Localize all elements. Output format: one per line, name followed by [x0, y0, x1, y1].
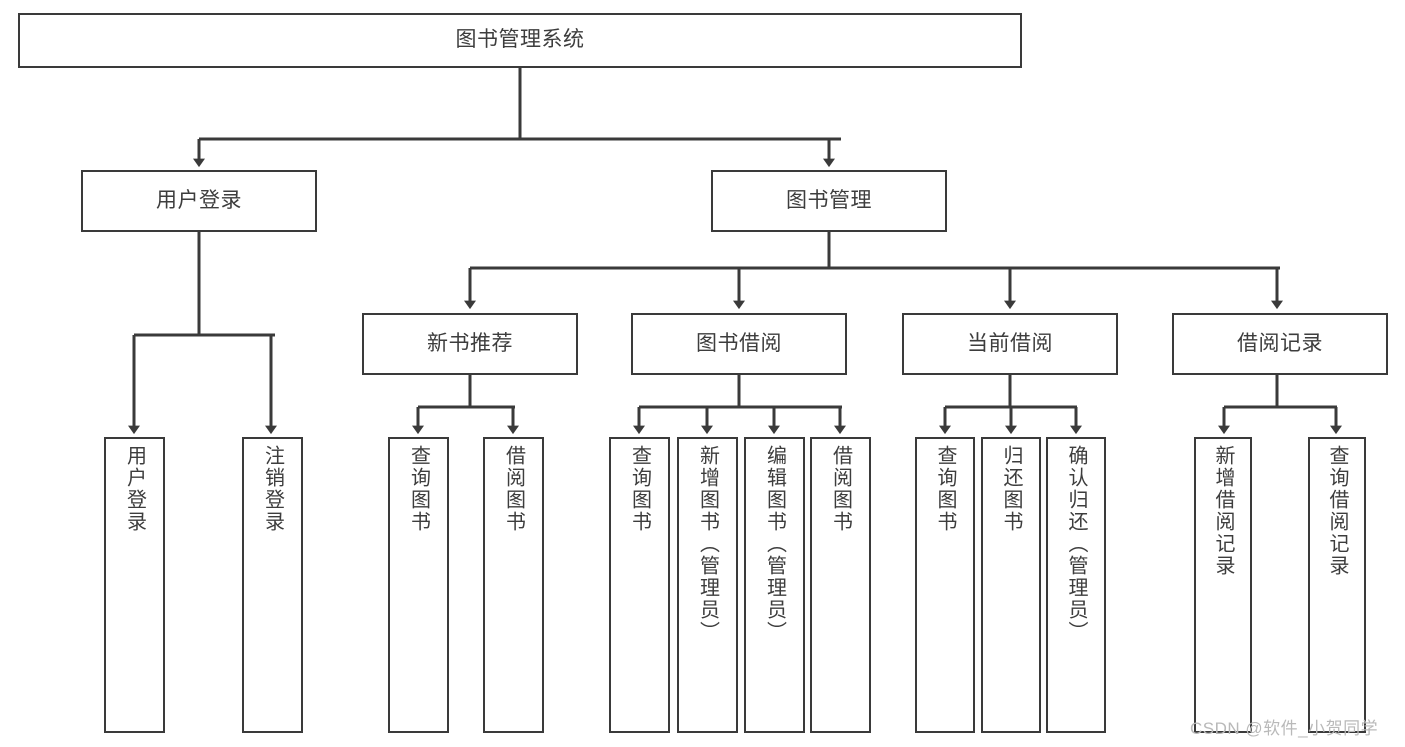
leaf-query-book-recommend[interactable]: 查询图书: [388, 437, 449, 733]
node-label: 新书推荐: [427, 331, 513, 355]
node-user-login[interactable]: 用户登录: [81, 170, 317, 232]
leaf-borrow-book-recommend[interactable]: 借阅图书: [483, 437, 544, 733]
node-label: 查询图书: [934, 445, 956, 533]
node-label: 图书管理系统: [455, 28, 585, 52]
leaf-add-borrow-record[interactable]: 新增借阅记录: [1194, 437, 1252, 733]
leaf-return-book[interactable]: 归还图书: [981, 437, 1041, 733]
node-new-book-recommendation[interactable]: 新书推荐: [362, 313, 578, 375]
node-label: 查询借阅记录: [1326, 445, 1348, 577]
node-label: 编辑图书（管理员）: [763, 445, 786, 643]
node-label: 用户登录: [156, 188, 242, 212]
leaf-user-login[interactable]: 用户登录: [104, 437, 165, 733]
node-label: 确认归还（管理员）: [1065, 445, 1087, 643]
node-label: 图书管理: [786, 188, 872, 212]
node-label: 借阅图书: [829, 445, 852, 533]
node-label: 归还图书: [1000, 445, 1022, 533]
node-label: 图书借阅: [696, 331, 782, 355]
leaf-confirm-return-admin[interactable]: 确认归还（管理员）: [1046, 437, 1106, 733]
node-label: 查询图书: [407, 445, 430, 533]
csdn-watermark: CSDN @软件_小贺同学: [1190, 719, 1379, 738]
node-label: 当前借阅: [967, 331, 1053, 355]
node-book-borrowing[interactable]: 图书借阅: [631, 313, 847, 375]
node-root-library-management-system[interactable]: 图书管理系统: [18, 13, 1022, 68]
node-label: 注销登录: [261, 445, 284, 533]
node-borrowing-record[interactable]: 借阅记录: [1172, 313, 1388, 375]
node-label: 用户登录: [123, 445, 146, 533]
leaf-query-borrow-record[interactable]: 查询借阅记录: [1308, 437, 1366, 733]
leaf-logout-login[interactable]: 注销登录: [242, 437, 303, 733]
node-label: 新增图书（管理员）: [696, 445, 719, 643]
node-book-management[interactable]: 图书管理: [711, 170, 947, 232]
leaf-add-book-admin[interactable]: 新增图书（管理员）: [677, 437, 738, 733]
leaf-query-book-current[interactable]: 查询图书: [915, 437, 975, 733]
node-label: 借阅记录: [1237, 331, 1323, 355]
node-label: 借阅图书: [502, 445, 525, 533]
leaf-edit-book-admin[interactable]: 编辑图书（管理员）: [744, 437, 805, 733]
leaf-borrow-book[interactable]: 借阅图书: [810, 437, 871, 733]
node-label: 查询图书: [628, 445, 651, 533]
node-label: 新增借阅记录: [1212, 445, 1234, 577]
leaf-query-book-borrow[interactable]: 查询图书: [609, 437, 670, 733]
node-current-borrowing[interactable]: 当前借阅: [902, 313, 1118, 375]
